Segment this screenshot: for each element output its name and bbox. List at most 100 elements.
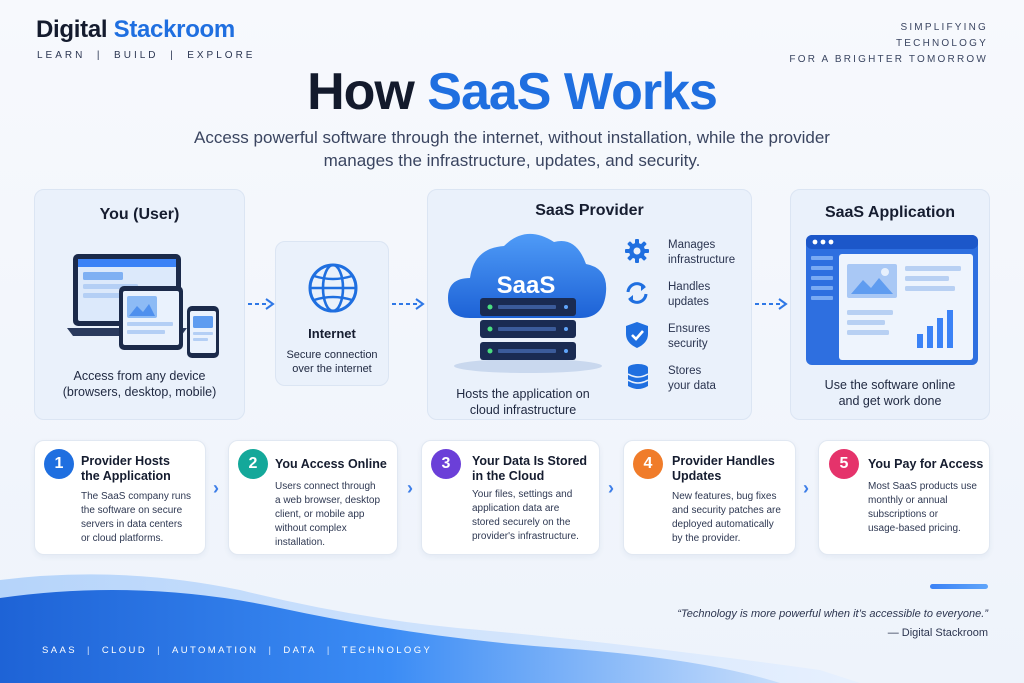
step-text-line: Your files, settings and [472, 489, 573, 500]
flow-arrow [392, 298, 425, 310]
step-title: Provider Hosts the Application [81, 454, 171, 484]
slogan-line: SIMPLIFYING [900, 22, 988, 33]
caption-line: (browsers, desktop, mobile) [62, 385, 217, 399]
caption-line: Use the software online [824, 378, 956, 392]
caption-line: Hosts the application on [456, 387, 590, 401]
step-number: 2 [238, 449, 268, 479]
title-main: How [307, 63, 428, 121]
brand-accent: Stackroom [113, 16, 236, 43]
provider-panel: SaaS Provider SaaS Hosts the appli [427, 189, 752, 420]
globe-icon [308, 263, 358, 313]
application-panel: SaaS Application Use the software online… [790, 189, 990, 420]
page-title: How SaaS Works [0, 62, 1024, 122]
step-title: You Access Online [275, 457, 387, 472]
subtitle-line: Access powerful software through the int… [194, 128, 830, 147]
chevron-right-icon: › [608, 478, 614, 498]
step-text-line: a web browser, desktop [275, 495, 381, 506]
step-number: 4 [633, 449, 663, 479]
step-text: The SaaS company runs the software on se… [81, 490, 191, 546]
step-text: Your files, settings and application dat… [472, 488, 579, 544]
refresh-icon [626, 282, 648, 304]
slogan-line: TECHNOLOGY [895, 38, 988, 49]
feature-line: Stores [668, 365, 702, 377]
page-subtitle: Access powerful software through the int… [140, 126, 884, 172]
shield-icon [626, 322, 648, 348]
app-window-illustration [806, 235, 978, 365]
step-text-line: application data are [472, 503, 560, 514]
internet-panel-title: Internet [308, 326, 356, 341]
step-title-line: the Application [81, 469, 171, 483]
feature-label: Stores your data [668, 364, 716, 394]
brand-main: Digital [36, 16, 114, 43]
cloud-server-illustration [448, 233, 607, 373]
step-card-1: 1 Provider Hosts the Application The Saa… [34, 440, 206, 555]
step-card-5: 5 You Pay for Access Most SaaS products … [818, 440, 990, 555]
feature-label: Manages infrastructure [668, 238, 735, 268]
quote-author: — Digital Stackroom [887, 627, 988, 639]
internet-panel: Internet Secure connection over the inte… [275, 241, 389, 386]
flow-arrow [755, 298, 788, 310]
user-panel-caption: Access from any device (browsers, deskto… [35, 368, 244, 400]
step-text-line: servers in data centers [81, 519, 183, 530]
title-accent: SaaS Works [427, 63, 718, 121]
slogan-line: FOR A BRIGHTER TOMORROW [789, 54, 988, 65]
feature-line: Handles [668, 281, 711, 293]
footer-tag: CLOUD [101, 645, 148, 656]
step-number: 5 [829, 449, 859, 479]
caption-line: Secure connection [286, 349, 378, 361]
cloud-label: SaaS [496, 272, 556, 299]
chevron-right-icon: › [407, 478, 413, 498]
brand-tagline: LEARN | BUILD | EXPLORE [37, 50, 256, 61]
step-text-line: by the provider. [672, 533, 741, 544]
footer-tag: AUTOMATION [171, 645, 259, 656]
caption-line: Access from any device [73, 369, 206, 383]
provider-panel-title: SaaS Provider [535, 202, 644, 219]
step-number: 3 [431, 449, 461, 479]
step-text-line: deployed automatically [672, 519, 774, 530]
step-title-line: Updates [672, 469, 722, 483]
step-text-line: Users connect through [275, 481, 376, 492]
footer-tags: SAAS|CLOUD|AUTOMATION|DATA|TECHNOLOGY [42, 645, 432, 656]
database-icon [627, 364, 649, 389]
footer-tag: DATA [283, 645, 317, 656]
chevron-right-icon: › [803, 478, 809, 498]
step-text-line: provider's infrastructure. [472, 531, 579, 542]
application-panel-title: SaaS Application [824, 204, 956, 221]
brand-logo: Digital Stackroom [36, 16, 235, 44]
slogan: SIMPLIFYING TECHNOLOGY FOR A BRIGHTER TO… [789, 20, 988, 68]
step-card-3: 3 Your Data Is Stored in the Cloud Your … [421, 440, 600, 555]
step-text-line: stored securely on the [472, 517, 571, 528]
tag-separator: | [157, 645, 162, 656]
user-panel-title: You (User) [99, 206, 180, 223]
tag-separator: | [86, 645, 92, 656]
quote-text: “Technology is more powerful when it’s a… [677, 608, 988, 620]
step-title-line: Provider Handles [672, 454, 775, 468]
tag-separator: | [268, 645, 274, 656]
feature-label: Handles updates [668, 280, 710, 310]
caption-line: over the internet [292, 363, 372, 375]
step-card-4: 4 Provider Handles Updates New features,… [623, 440, 796, 555]
step-number: 1 [44, 449, 74, 479]
gear-icon [625, 239, 649, 263]
step-text: Users connect through a web browser, des… [275, 480, 380, 550]
internet-panel-caption: Secure connection over the internet [276, 348, 388, 376]
provider-panel-caption: Hosts the application on cloud infrastru… [438, 386, 608, 418]
feature-line: updates [668, 296, 709, 308]
feature-line: Manages [668, 239, 716, 251]
step-text-line: installation. [275, 537, 326, 548]
step-text-line: subscriptions or [868, 509, 939, 520]
feature-line: Ensures [668, 323, 711, 335]
step-title: Provider Handles Updates [672, 454, 775, 484]
feature-line: your data [668, 380, 716, 392]
caption-line: and get work done [838, 394, 942, 408]
step-text-line: Most SaaS products use [868, 481, 977, 492]
footer-tag: TECHNOLOGY [341, 645, 433, 656]
feature-label: Ensures security [668, 322, 710, 352]
step-title: You Pay for Access [868, 457, 983, 472]
step-text-line: the software on secure [81, 505, 183, 516]
step-text-line: monthly or annual [868, 495, 948, 506]
step-title-line: You Pay for Access [868, 457, 984, 471]
step-card-2: 2 You Access Online Users connect throug… [228, 440, 398, 555]
step-text: New features, bug fixes and security pat… [672, 490, 781, 546]
step-title: Your Data Is Stored in the Cloud [472, 454, 587, 484]
